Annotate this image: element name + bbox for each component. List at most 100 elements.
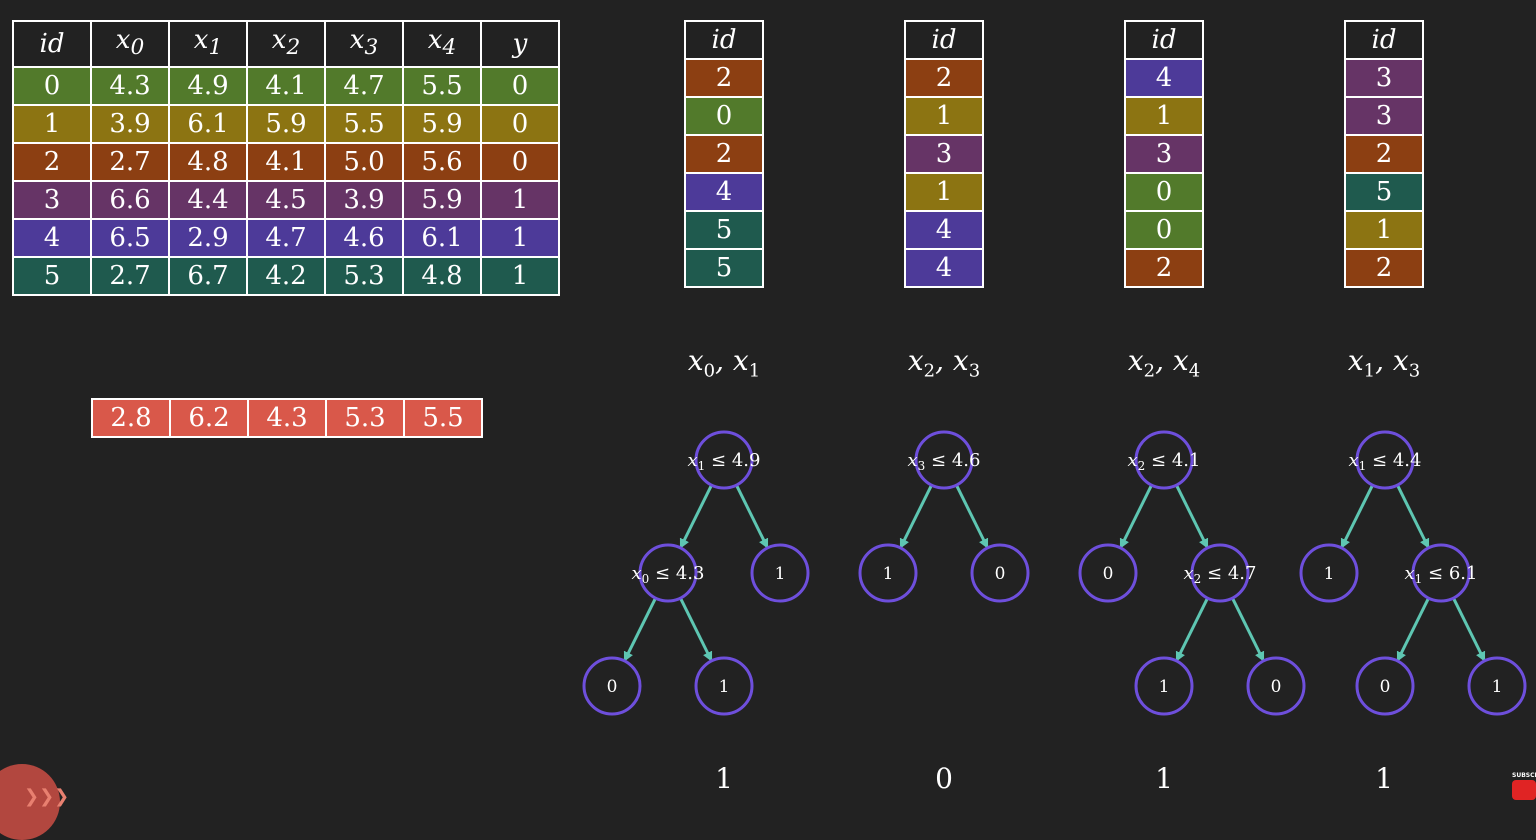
sample-header: id <box>684 20 764 60</box>
sample-id-cell: 2 <box>904 58 984 98</box>
table-cell: 2.9 <box>168 218 248 259</box>
table-cell: 5.3 <box>324 256 404 297</box>
tree2-root-circle <box>914 430 974 490</box>
tree4-rl-leaf-circle <box>1355 656 1415 716</box>
tree-edge-arrow <box>1175 597 1209 662</box>
table-cell: 0 <box>480 104 560 145</box>
tree4-rl-leaf-label: 0 <box>1380 677 1391 697</box>
sample-id-cell: 0 <box>684 96 764 136</box>
sample-id-cell: 4 <box>1124 58 1204 98</box>
table-cell: 1 <box>480 218 560 259</box>
tree-3-prediction: 1 <box>1155 762 1173 795</box>
tree-4-prediction: 1 <box>1375 762 1393 795</box>
column-header-id: id <box>12 19 92 69</box>
table-cell: 6.5 <box>90 218 170 259</box>
tree4-right-split-circle <box>1411 543 1471 603</box>
table-cell: 5 <box>12 256 92 297</box>
column-header-x0: x0 <box>90 19 170 69</box>
sample-id-cell: 0 <box>1124 172 1204 212</box>
tree1-right-leaf-label: 1 <box>775 564 786 584</box>
feature-subset-label: x2, x3 <box>907 344 981 382</box>
subscribe-button[interactable]: SUBSCR <box>1512 772 1536 800</box>
table-cell: 4.4 <box>168 180 248 221</box>
tree4-rr-leaf-label: 1 <box>1492 677 1503 697</box>
column-header-x2: x2 <box>246 19 326 69</box>
tree1-left-split-label: x0 ≤ 4.3 <box>632 563 705 586</box>
tree-edge-arrow <box>1452 597 1486 662</box>
tree1-root-circle <box>694 430 754 490</box>
tree3-rl-leaf-circle <box>1134 656 1194 716</box>
tree3-right-split-label: x2 ≤ 4.7 <box>1184 563 1257 586</box>
table-cell: 6.1 <box>168 104 248 145</box>
table-cell: 6.1 <box>402 218 482 259</box>
tree4-right-split-label: x1 ≤ 6.1 <box>1405 563 1478 586</box>
table-cell: 4 <box>12 218 92 259</box>
column-header-x4: x4 <box>402 19 482 69</box>
tree3-rr-leaf-circle <box>1246 656 1306 716</box>
tree1-lr-leaf-circle <box>694 656 754 716</box>
tree-edge-arrow <box>955 484 989 549</box>
table-cell: 4.8 <box>168 142 248 183</box>
tree1-ll-leaf-label: 0 <box>607 677 618 697</box>
sample-id-cell: 5 <box>684 210 764 250</box>
subscribe-label: SUBSCR <box>1512 772 1536 779</box>
sample-id-cell: 4 <box>904 210 984 250</box>
sample-id-cell: 1 <box>904 172 984 212</box>
table-cell: 0 <box>12 66 92 107</box>
tree-edge-arrow <box>1119 484 1153 549</box>
sample-header: id <box>1344 20 1424 60</box>
tree2-left-leaf-label: 1 <box>883 564 894 584</box>
table-cell: 2 <box>12 142 92 183</box>
table-cell: 1 <box>12 104 92 145</box>
table-cell: 4.8 <box>402 256 482 297</box>
table-cell: 5.6 <box>402 142 482 183</box>
query-cell-x4: 5.5 <box>403 398 483 438</box>
tree-edge-arrow <box>623 597 657 662</box>
tree2-right-leaf-label: 0 <box>995 564 1006 584</box>
query-sample-row: 2.8 6.2 4.3 5.3 5.5 <box>91 398 483 438</box>
tree4-root-circle <box>1355 430 1415 490</box>
feature-subset-label: x0, x1 <box>687 344 761 382</box>
query-cell-x1: 6.2 <box>169 398 249 438</box>
tree4-root-label: x1 ≤ 4.4 <box>1349 450 1422 473</box>
feature-subset-label: x2, x4 <box>1127 344 1201 382</box>
tree4-rr-leaf-circle <box>1467 656 1527 716</box>
sample-id-cell: 1 <box>1344 210 1424 250</box>
table-cell: 3 <box>12 180 92 221</box>
tree1-root-label: x1 ≤ 4.9 <box>688 450 761 473</box>
table-cell: 5.9 <box>246 104 326 145</box>
tree-edge-arrow <box>735 484 769 549</box>
sample-id-cell: 4 <box>904 248 984 288</box>
tree1-ll-leaf-circle <box>582 656 642 716</box>
tree3-rl-leaf-label: 1 <box>1159 677 1170 697</box>
tree-edge-arrow <box>1396 484 1430 549</box>
table-cell: 5.0 <box>324 142 404 183</box>
table-cell: 0 <box>480 142 560 183</box>
youtube-play-icon <box>1512 780 1536 800</box>
sample-id-cell: 0 <box>1124 210 1204 250</box>
table-cell: 4.7 <box>246 218 326 259</box>
tree-edge-arrow <box>1340 484 1374 549</box>
table-cell: 3.9 <box>90 104 170 145</box>
sample-id-cell: 3 <box>1344 58 1424 98</box>
sample-id-cell: 4 <box>684 172 764 212</box>
sample-id-cell: 5 <box>684 248 764 288</box>
table-cell: 5.9 <box>402 104 482 145</box>
tree3-right-split-circle <box>1190 543 1250 603</box>
chevron-logo-icon: ❯❯❯ <box>24 786 70 807</box>
table-cell: 2.7 <box>90 256 170 297</box>
tree1-lr-leaf-label: 1 <box>719 677 730 697</box>
table-cell: 3.9 <box>324 180 404 221</box>
tree2-right-leaf-circle <box>970 543 1030 603</box>
sample-id-cell: 3 <box>1124 134 1204 174</box>
table-cell: 4.7 <box>324 66 404 107</box>
table-cell: 4.1 <box>246 66 326 107</box>
table-cell: 4.5 <box>246 180 326 221</box>
